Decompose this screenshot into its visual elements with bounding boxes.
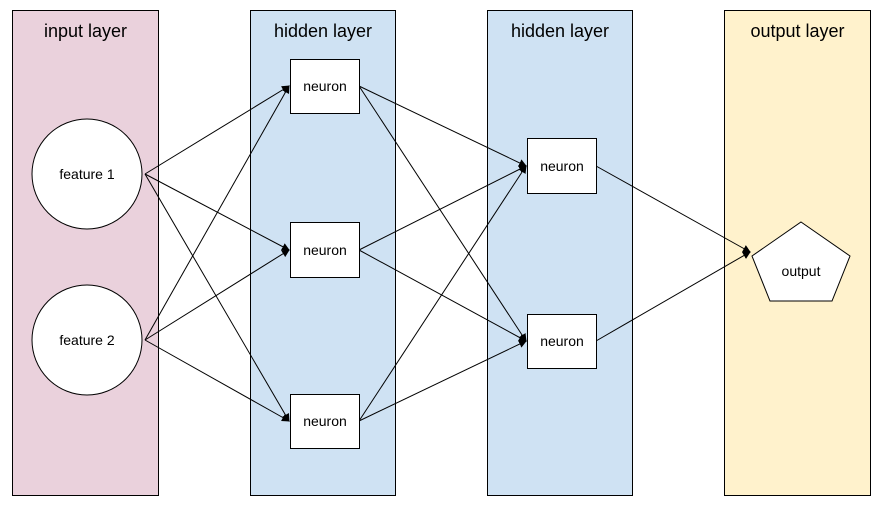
- edge-feature1-hidden1a: [144, 85, 290, 175]
- input-node-feature-2: feature 2: [31, 284, 143, 396]
- neuron-label: neuron: [303, 413, 347, 429]
- edge-hidden1b-hidden2b: [358, 249, 527, 342]
- input-node-circle: [31, 118, 143, 230]
- hidden1-neuron-3: neuron: [290, 394, 360, 449]
- hidden2-neuron-1: neuron: [527, 138, 597, 194]
- neuron-box: [527, 138, 597, 194]
- output-node-label: output: [782, 263, 821, 279]
- neuron-label: neuron: [540, 158, 584, 174]
- output-pentagon: [751, 221, 851, 302]
- edge-feature1-hidden1c: [144, 173, 290, 422]
- neuron-label: neuron: [540, 333, 584, 349]
- neuron-box: [290, 222, 360, 278]
- input-node-label: feature 2: [59, 332, 114, 348]
- edge-hidden2a-output: [595, 165, 751, 253]
- hidden-layer-1-title: hidden layer: [274, 21, 372, 41]
- hidden2-neuron-2: neuron: [527, 314, 597, 369]
- output-node: output: [751, 221, 851, 302]
- edge-hidden1a-hidden2b: [358, 85, 527, 342]
- edge-hidden2b-output: [595, 251, 751, 342]
- connections: [144, 85, 751, 422]
- edge-hidden1a-hidden2a: [358, 85, 527, 167]
- neuron-box: [527, 314, 597, 369]
- neuron-label: neuron: [303, 242, 347, 258]
- hidden1-neuron-2: neuron: [290, 222, 360, 278]
- output-nodes: output: [751, 221, 851, 302]
- input-node-circle: [31, 284, 143, 396]
- neuron-label: neuron: [303, 78, 347, 94]
- neuron-box: [290, 394, 360, 449]
- input-node-label: feature 1: [59, 166, 114, 182]
- hidden-layer-1-nodes: neuron neuron neuron: [290, 59, 360, 449]
- layer-titles: input layer hidden layer hidden layer ou…: [44, 21, 845, 41]
- edge-feature2-hidden1b: [144, 249, 290, 341]
- edge-hidden1b-hidden2a: [358, 165, 527, 251]
- output-layer-title: output layer: [750, 21, 844, 41]
- input-layer-title: input layer: [44, 21, 127, 41]
- hidden-layer-2-nodes: neuron neuron: [527, 138, 597, 369]
- hidden-layer-2-band: [487, 10, 633, 496]
- input-node-feature-1: feature 1: [31, 118, 143, 230]
- input-nodes: feature 1 feature 2: [31, 118, 143, 396]
- hidden-layer-2-title: hidden layer: [511, 21, 609, 41]
- edge-hidden1c-hidden2b: [358, 340, 527, 422]
- input-layer-band: [12, 10, 159, 496]
- hidden1-neuron-1: neuron: [290, 59, 360, 114]
- edge-feature2-hidden1c: [144, 339, 290, 422]
- neuron-box: [290, 59, 360, 114]
- layer-bands: [12, 10, 871, 496]
- edge-feature2-hidden1a: [144, 85, 290, 341]
- edge-hidden1c-hidden2a: [358, 165, 527, 422]
